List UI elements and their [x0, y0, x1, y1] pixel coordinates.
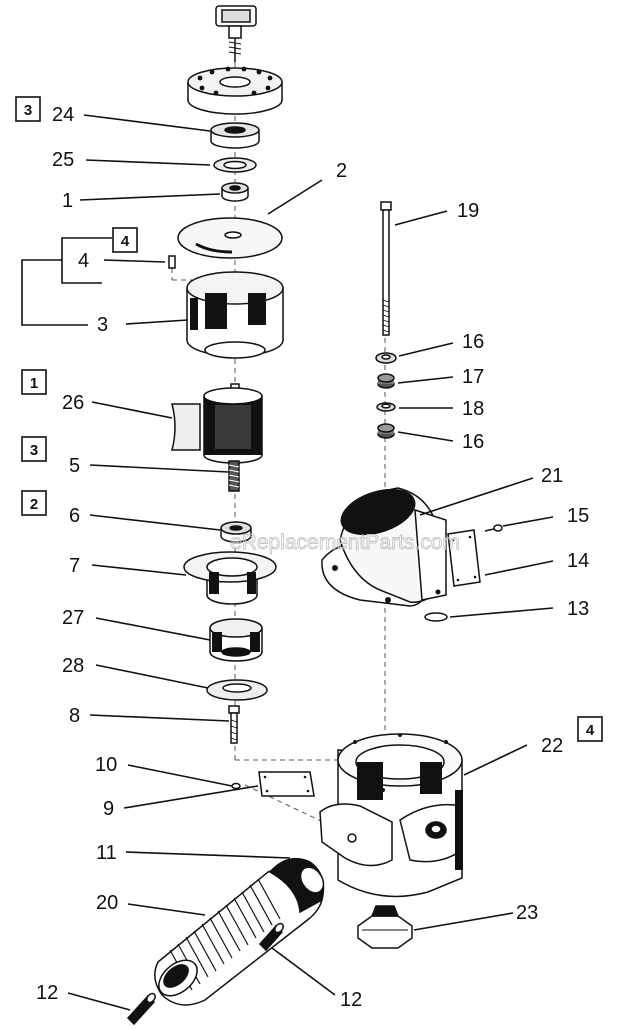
- callout-5: 5: [69, 455, 80, 477]
- callout-10: 10: [95, 754, 117, 776]
- part-6-bearing: [220, 521, 252, 543]
- part-14-plate: [447, 529, 481, 587]
- kit-box-2: 2: [21, 490, 47, 516]
- leader-lines: [67, 114, 554, 1011]
- callout-17: 17: [462, 366, 484, 388]
- part-22-housing: [319, 733, 463, 898]
- part-20-handle: [154, 866, 324, 1006]
- callout-1: 1: [62, 190, 73, 212]
- kit-box-3-middle: 3: [21, 436, 47, 462]
- kit-box-1-label: 1: [30, 375, 38, 392]
- callout-11: 11: [96, 842, 117, 864]
- kit-box-3-top: 3: [15, 96, 41, 122]
- callout-9: 9: [103, 798, 114, 820]
- part-1-small-bearing: [221, 182, 249, 202]
- part-4-pin: [168, 255, 176, 269]
- part-9-gasket: [258, 771, 315, 797]
- callout-24: 24: [52, 104, 74, 126]
- part-2-end-plate: [177, 217, 283, 259]
- part-12-screw-lower: [126, 992, 156, 1026]
- callout-14: 14: [567, 550, 589, 572]
- part-28-washer: [206, 679, 268, 701]
- top-valve-assembly: [187, 5, 283, 115]
- callout-26: 26: [62, 392, 84, 414]
- part-10-screw: [231, 782, 241, 790]
- part-11-handle-collar: [268, 857, 325, 914]
- callout-12-lower: 12: [36, 982, 58, 1004]
- callout-15: 15: [567, 505, 589, 527]
- kit-box-4-top-label: 4: [121, 233, 130, 250]
- callout-27: 27: [62, 607, 84, 629]
- callout-16-upper: 16: [462, 331, 484, 353]
- callout-28: 28: [62, 655, 84, 677]
- watermark: eReplacementParts.com: [230, 531, 460, 554]
- part-21-exhaust-deflector: [321, 487, 447, 607]
- part-12-screw-upper: [258, 922, 284, 952]
- callout-7: 7: [69, 555, 80, 577]
- callout-18: 18: [462, 398, 484, 420]
- part-13-o-ring: [424, 612, 448, 622]
- callout-21: 21: [541, 465, 563, 487]
- callout-22: 22: [541, 735, 563, 757]
- callout-20: 20: [96, 892, 118, 914]
- part-16-nut-lower: [377, 423, 395, 439]
- callout-13: 13: [567, 598, 589, 620]
- part-16-washer-upper: [375, 352, 397, 364]
- callout-19: 19: [457, 200, 479, 222]
- callout-8: 8: [69, 705, 80, 727]
- part-19-bolt: [380, 201, 392, 336]
- callout-23: 23: [516, 902, 538, 924]
- kit-box-2-label: 2: [30, 496, 38, 513]
- kit-box-4-top: 4: [112, 227, 138, 253]
- part-15-screw: [484, 524, 503, 532]
- kit-box-3-top-label: 3: [24, 102, 32, 119]
- callout-12-upper: 12: [340, 989, 362, 1011]
- part-8-screw: [228, 705, 240, 744]
- kit-box-1: 1: [21, 369, 47, 395]
- part-18-washer: [376, 402, 396, 412]
- callout-4: 4: [78, 250, 89, 272]
- callout-2: 2: [336, 160, 347, 182]
- part-5-rotor: [203, 383, 263, 492]
- part-7-bearing-plate: [183, 551, 277, 605]
- part-3-cylinder: [186, 271, 284, 359]
- kit-box-4-right-label: 4: [586, 722, 595, 739]
- callout-6: 6: [69, 505, 80, 527]
- callout-3: 3: [97, 314, 108, 336]
- callout-16-lower: 16: [462, 431, 484, 453]
- kit-box-4-right: 4: [577, 716, 603, 742]
- kit-bracket: [21, 237, 112, 326]
- kit-box-3-middle-label: 3: [30, 442, 38, 459]
- part-23-plug: [357, 905, 413, 949]
- part-25-washer: [213, 157, 257, 173]
- part-26-vane: [171, 403, 201, 451]
- callout-numbers: 24 25 1 2 4 3 26 5 6 7 27 28 8 10 9 11 2…: [36, 104, 589, 1011]
- part-17-nut: [377, 373, 395, 389]
- callout-25: 25: [52, 149, 74, 171]
- part-24-bearing: [210, 122, 260, 149]
- part-27-bearing: [209, 618, 263, 662]
